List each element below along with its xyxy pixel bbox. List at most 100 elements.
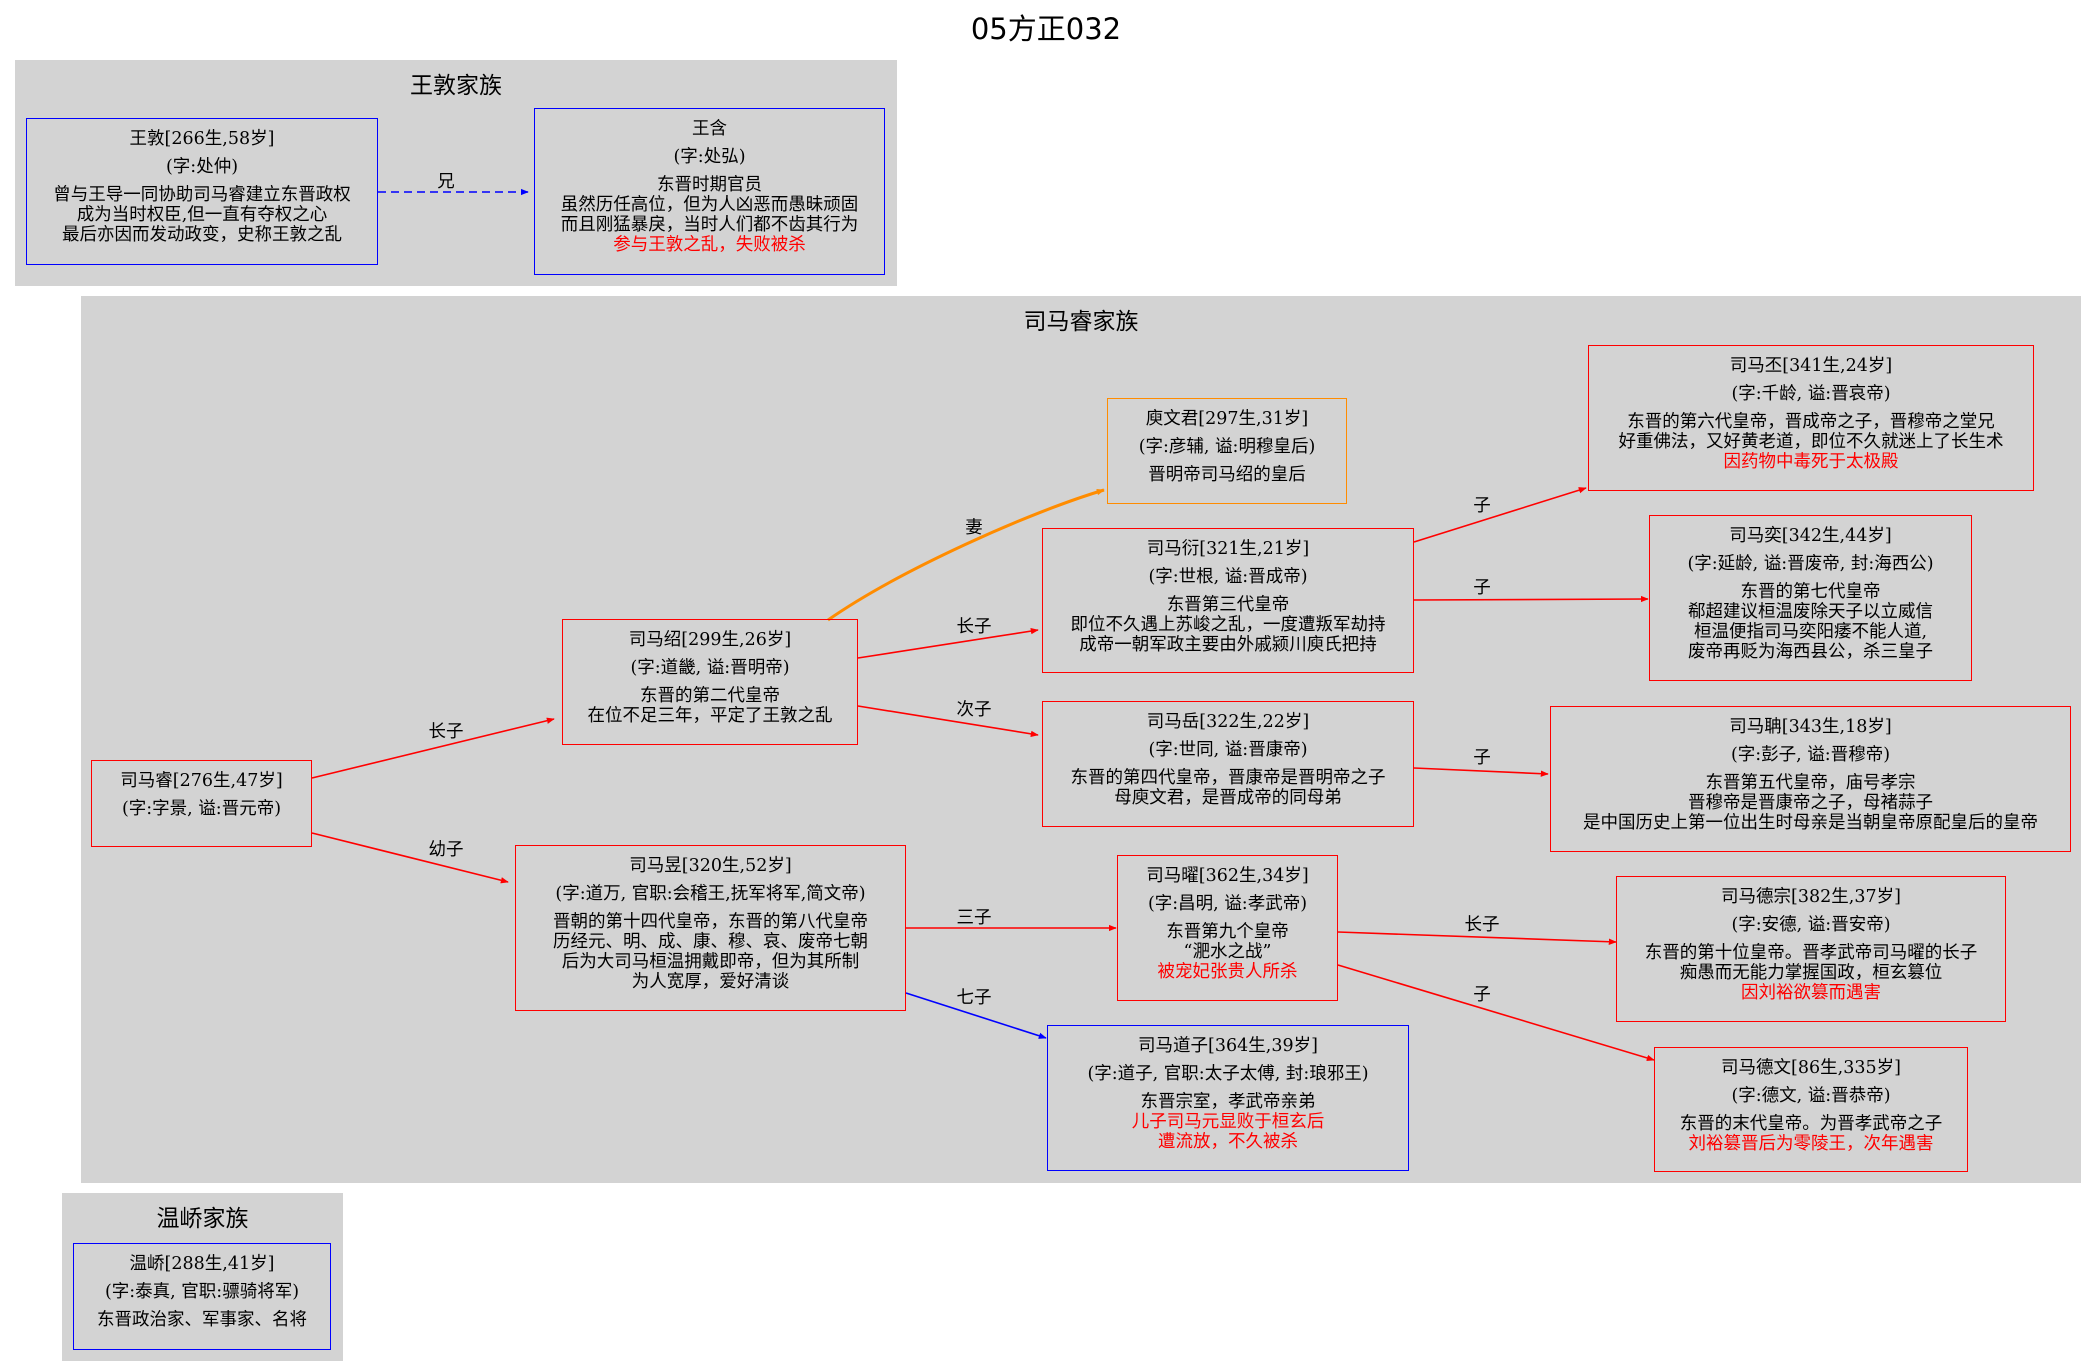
node-name: 司马丕[341生,24岁] bbox=[1729, 356, 1893, 376]
cluster-label-wangdun: 王敦家族 bbox=[410, 73, 502, 99]
node-desc-line: 东晋的第十位皇帝。晋孝武帝司马曜的长子 bbox=[1644, 943, 1978, 963]
node-name: 庾文君[297生,31岁] bbox=[1145, 409, 1309, 429]
node-fate-line: 遭流放，不久被杀 bbox=[1158, 1132, 1298, 1152]
node-siyan: 司马衍[321生,21岁] (字:世根, 谥:晋成帝) 东晋第三代皇帝 即位不久… bbox=[1042, 528, 1414, 673]
node-courtesy: (字:泰真, 官职:骠骑将军) bbox=[104, 1282, 300, 1302]
node-name: 司马德文[86生,335岁] bbox=[1721, 1058, 1901, 1078]
node-desc-line: 东晋政治家、军事家、名将 bbox=[97, 1310, 307, 1330]
edge-siyao-sidezong: 长子 bbox=[1337, 915, 1617, 945]
edge-sirui-sishao: 长子 bbox=[311, 717, 555, 779]
node-courtesy: (字:道子, 官职:太子太傅, 封:琅邪王) bbox=[1087, 1064, 1369, 1084]
node-fate-line: 儿子司马元显败于桓玄后 bbox=[1131, 1112, 1325, 1132]
node-fate-line: 参与王敦之乱，失败被杀 bbox=[613, 235, 806, 255]
node-desc-line: 即位不久遇上苏峻之乱，一度遭叛军劫持 bbox=[1070, 615, 1386, 635]
node-fate-line: 刘裕篡晋后为零陵王，次年遇害 bbox=[1688, 1134, 1934, 1154]
node-name: 司马聃[343生,18岁] bbox=[1729, 717, 1892, 737]
edge-sishao-siyan: 长子 bbox=[857, 617, 1039, 659]
node-courtesy: (字:彦辅, 谥:明穆皇后) bbox=[1138, 437, 1316, 457]
node-desc-line: 东晋第三代皇帝 bbox=[1166, 595, 1290, 615]
edge-sishao-siyue: 次子 bbox=[857, 700, 1039, 738]
node-courtesy: (字:昌明, 谥:孝武帝) bbox=[1147, 894, 1308, 914]
node-sidan: 司马聃[343生,18岁] (字:彭子, 谥:晋穆帝) 东晋第五代皇帝，庙号孝宗… bbox=[1550, 706, 2071, 852]
node-name: 司马昱[320生,52岁] bbox=[629, 856, 792, 876]
node-desc-line: 东晋的第二代皇帝 bbox=[640, 686, 780, 706]
edge-label-siyu-sidaozi: 七子 bbox=[957, 988, 992, 1008]
node-fate-line: 因药物中毒死于太极殿 bbox=[1723, 452, 1899, 472]
node-desc-line: 东晋第九个皇帝 bbox=[1166, 922, 1289, 942]
node-desc-line: 东晋时期官员 bbox=[657, 175, 762, 195]
node-desc-line: 成为当时权臣,但一直有夺权之心 bbox=[76, 205, 328, 225]
edge-label-sishao-siyan: 长子 bbox=[957, 617, 992, 637]
node-desc-line: 东晋宗室，孝武帝亲弟 bbox=[1140, 1092, 1316, 1112]
node-desc-line: 晋朝的第十四代皇帝，东晋的第八代皇帝 bbox=[553, 912, 868, 932]
cluster-wangdun-family: 王敦家族 bbox=[15, 60, 897, 286]
node-desc-line: 成帝一朝军政主要由外戚颍川庾氏把持 bbox=[1079, 635, 1377, 655]
node-name: 司马岳[322生,22岁] bbox=[1146, 712, 1310, 732]
edge-label-wangdun-wanghan: 兄 bbox=[437, 172, 455, 192]
node-sidezong: 司马德宗[382生,37岁] (字:安德, 谥:晋安帝) 东晋的第十位皇帝。晋孝… bbox=[1616, 876, 2006, 1022]
node-desc-line: 郗超建议桓温废除天子以立威信 bbox=[1688, 602, 1933, 622]
node-desc-line: 废帝再贬为海西县公，杀三皇子 bbox=[1688, 642, 1933, 662]
node-siyi: 司马奕[342生,44岁] (字:延龄, 谥:晋废帝, 封:海西公) 东晋的第七… bbox=[1649, 515, 1972, 681]
node-desc-line: 好重佛法，又好黄老道，即位不久就迷上了长生术 bbox=[1618, 432, 2004, 452]
node-name: 司马奕[342生,44岁] bbox=[1729, 526, 1892, 546]
node-desc-line: 为人宽厚，爱好清谈 bbox=[631, 972, 790, 992]
node-courtesy: (字:道万, 官职:会稽王,抚军将军,简文帝) bbox=[555, 884, 866, 904]
node-name: 司马绍[299生,26岁] bbox=[628, 630, 792, 650]
node-name: 司马睿[276生,47岁] bbox=[120, 771, 283, 791]
node-wenqiao: 温峤[288生,41岁] (字:泰真, 官职:骠骑将军) 东晋政治家、军事家、名… bbox=[73, 1243, 331, 1350]
node-desc-line: 晋穆帝是晋康帝之子，母褚蒜子 bbox=[1688, 793, 1933, 813]
node-desc-line: 桓温便指司马奕阳痿不能人道, bbox=[1693, 622, 1928, 642]
node-name: 温峤[288生,41岁] bbox=[129, 1254, 275, 1274]
cluster-label-wenqiao: 温峤家族 bbox=[156, 1206, 249, 1232]
node-desc-line: 晋明帝司马绍的皇后 bbox=[1148, 465, 1306, 485]
node-sidewen: 司马德文[86生,335岁] (字:德文, 谥:晋恭帝) 东晋的末代皇帝。为晋孝… bbox=[1654, 1047, 1968, 1172]
node-courtesy: (字:世根, 谥:晋成帝) bbox=[1148, 567, 1308, 587]
edge-label-siyan-siyi: 子 bbox=[1473, 578, 1491, 598]
node-desc-line: 东晋的第七代皇帝 bbox=[1740, 582, 1881, 602]
cluster-wenqiao-family: 温峤家族 bbox=[62, 1193, 343, 1361]
node-siyu: 司马昱[320生,52岁] (字:道万, 官职:会稽王,抚军将军,简文帝) 晋朝… bbox=[515, 845, 906, 1011]
node-courtesy: (字:德文, 谥:晋恭帝) bbox=[1731, 1086, 1891, 1106]
node-desc-line: 是中国历史上第一位出生时母亲是当朝皇帝原配皇后的皇帝 bbox=[1583, 813, 2038, 833]
node-sipi: 司马丕[341生,24岁] (字:千龄, 谥:晋哀帝) 东晋的第六代皇帝，晋成帝… bbox=[1588, 345, 2034, 491]
node-name: 司马道子[364生,39岁] bbox=[1138, 1036, 1318, 1056]
node-wanghan: 王含 (字:处弘) 东晋时期官员 虽然历任高位，但为人凶恶而愚昧顽固 而且刚猛暴… bbox=[534, 108, 885, 275]
edge-siyue-sidan: 子 bbox=[1413, 748, 1549, 777]
node-courtesy: (字:处弘) bbox=[673, 147, 746, 167]
node-desc-line: 最后亦因而发动政变，史称王敦之乱 bbox=[62, 225, 342, 245]
node-desc-line: 历经元、明、成、康、穆、哀、废帝七朝 bbox=[553, 932, 868, 952]
cluster-sima-family: 司马睿家族 bbox=[81, 296, 2081, 1183]
diagram-title: 05方正032 bbox=[970, 12, 1122, 46]
node-desc-line: 东晋的末代皇帝。为晋孝武帝之子 bbox=[1679, 1114, 1943, 1134]
edge-siyu-sidaozi: 七子 bbox=[905, 988, 1047, 1039]
node-name: 司马衍[321生,21岁] bbox=[1146, 539, 1310, 559]
edge-wangdun-wanghan: 兄 bbox=[378, 172, 529, 196]
edge-siyan-siyi: 子 bbox=[1413, 578, 1649, 603]
edge-sishao-yuwenjun: 妻 bbox=[827, 488, 1105, 622]
node-siyao: 司马曜[362生,34岁] (字:昌明, 谥:孝武帝) 东晋第九个皇帝 “淝水之… bbox=[1117, 855, 1338, 1001]
node-name: 王含 bbox=[692, 119, 727, 139]
node-courtesy: (字:千龄, 谥:晋哀帝) bbox=[1731, 384, 1891, 404]
node-desc-line: 后为大司马桓温拥戴即帝，但为其所制 bbox=[561, 952, 860, 972]
edge-label-sishao-yuwenjun: 妻 bbox=[965, 518, 983, 538]
node-sirui: 司马睿[276生,47岁] (字:字景, 谥:晋元帝) bbox=[91, 760, 312, 847]
node-desc-line: 曾与王导一同协助司马睿建立东晋政权 bbox=[53, 185, 351, 205]
node-courtesy: (字:处仲) bbox=[165, 157, 239, 177]
node-desc-line: 母庾文君，是晋成帝的同母弟 bbox=[1114, 788, 1342, 808]
edge-label-siyao-sidezong: 长子 bbox=[1465, 915, 1500, 935]
node-desc-line: 在位不足三年，平定了王敦之乱 bbox=[587, 706, 833, 726]
node-siyue: 司马岳[322生,22岁] (字:世同, 谥:晋康帝) 东晋的第四代皇帝，晋康帝… bbox=[1042, 701, 1414, 827]
edge-label-siyu-siyao: 三子 bbox=[957, 908, 992, 928]
edge-label-siyue-sidan: 子 bbox=[1473, 748, 1491, 768]
node-courtesy: (字:道畿, 谥:晋明帝) bbox=[630, 658, 790, 678]
node-desc-line: 东晋的第六代皇帝，晋成帝之子，晋穆帝之堂兄 bbox=[1627, 412, 1995, 432]
edge-label-sishao-siyue: 次子 bbox=[957, 700, 992, 720]
node-courtesy: (字:彭子, 谥:晋穆帝) bbox=[1730, 745, 1891, 765]
node-courtesy: (字:延龄, 谥:晋废帝, 封:海西公) bbox=[1687, 554, 1934, 574]
node-courtesy: (字:安德, 谥:晋安帝) bbox=[1731, 915, 1891, 935]
edge-label-sirui-sishao: 长子 bbox=[429, 722, 464, 742]
node-desc-line: 痴愚而无能力掌握国政，桓玄篡位 bbox=[1679, 963, 1943, 983]
edge-siyu-siyao: 三子 bbox=[906, 908, 1117, 932]
